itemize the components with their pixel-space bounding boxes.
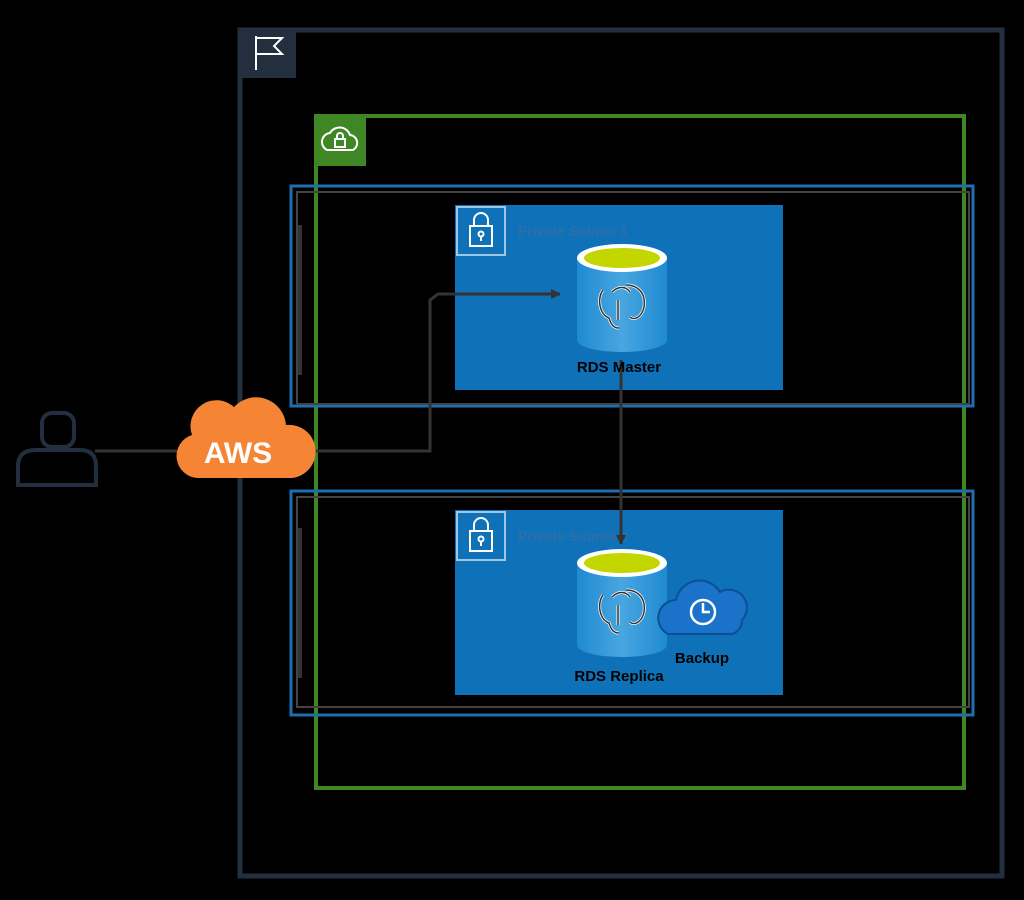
- flag-icon: [255, 36, 285, 70]
- zone-1: [289, 184, 975, 408]
- user-icon: [16, 411, 98, 487]
- cloud-lock-icon: [321, 126, 359, 151]
- zone-2: [289, 489, 975, 717]
- subnet-1-title: Private Subnet 1: [518, 223, 628, 239]
- rds-replica-label: RDS Replica: [574, 668, 664, 685]
- lock-icon: [469, 212, 493, 247]
- cloud-to-master-line: [296, 289, 561, 453]
- aws-cloud-label: AWS: [204, 437, 272, 470]
- backup-cloud-icon: Backup: [657, 579, 748, 667]
- rds-replica-db: RDS Replica: [574, 549, 667, 685]
- lock-icon: [469, 517, 493, 552]
- backup-label: Backup: [675, 650, 729, 667]
- rds-master-db: RDS Master: [577, 244, 667, 376]
- aws-cloud-icon: AWS: [176, 397, 316, 478]
- postgresql-elephant-icon: [598, 589, 646, 634]
- connectors: [95, 289, 626, 545]
- subnet-2-title: Private Subnet 2: [518, 528, 628, 544]
- rds-master-label: RDS Master: [577, 359, 661, 376]
- postgresql-elephant-icon: [598, 284, 646, 329]
